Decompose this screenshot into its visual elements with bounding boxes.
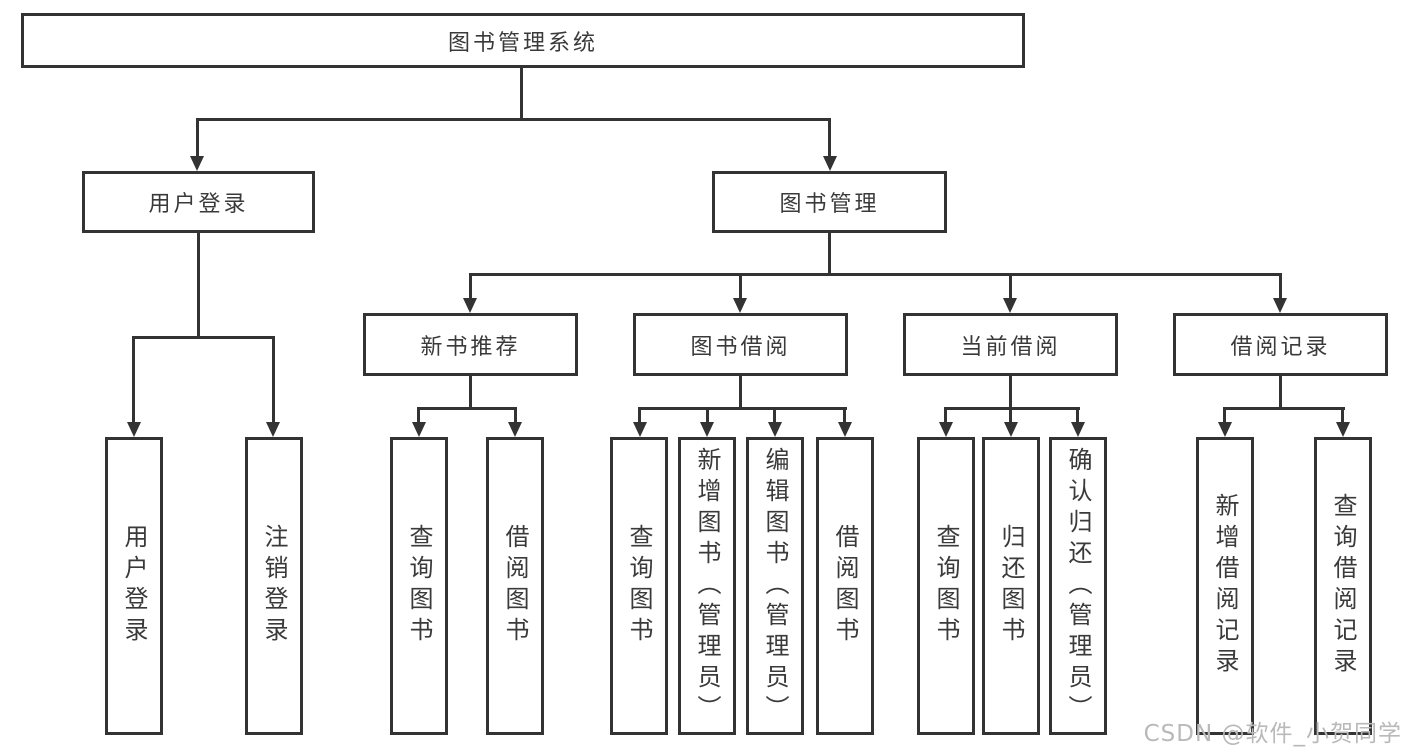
leaf-label: 确认归还（管理员） <box>1064 446 1092 726</box>
leaf-label: 借阅图书 <box>501 524 529 648</box>
connector-userlogin-rail <box>132 336 275 339</box>
leaf-label: 新增图书（管理员） <box>693 446 721 726</box>
leaf-label: 归还图书 <box>997 524 1025 648</box>
node-borrowing-records: 借阅记录 <box>1173 313 1388 376</box>
connector-bookmgmt-drop-1 <box>469 273 472 299</box>
node-current-borrowing: 当前借阅 <box>903 313 1118 376</box>
leaf-label: 查询图书 <box>625 524 653 648</box>
leaf-label: 新增借阅记录 <box>1211 493 1239 679</box>
connector-bookmgmt-drop-4 <box>1279 273 1282 299</box>
connector-records-rail <box>1223 407 1345 410</box>
leaf-query-books-borrowing: 查询图书 <box>610 437 668 735</box>
leaf-label: 查询图书 <box>932 524 960 648</box>
leaf-label: 借阅图书 <box>831 524 859 648</box>
arrow-down-icon <box>127 422 141 437</box>
leaf-edit-books-admin: 编辑图书（管理员） <box>746 437 804 735</box>
connector-borrow-stem <box>739 376 742 410</box>
arrow-down-icon <box>1071 422 1085 437</box>
arrow-down-icon <box>508 422 522 437</box>
leaf-label: 查询借阅记录 <box>1329 493 1357 679</box>
arrow-down-icon <box>823 156 837 171</box>
node-label: 借阅记录 <box>1230 334 1331 360</box>
connector-bookmgmt-drop-2 <box>739 273 742 299</box>
arrow-down-icon <box>1004 422 1018 437</box>
arrow-down-icon <box>412 422 426 437</box>
connector-newbook-rail <box>417 407 517 410</box>
connector-borrow-drop-1 <box>638 407 641 423</box>
connector-current-drop-3 <box>1076 407 1079 423</box>
arrow-down-icon <box>939 422 953 437</box>
node-user-login: 用户登录 <box>82 171 315 233</box>
leaf-borrow-books-recommend: 借阅图书 <box>486 437 544 735</box>
connector-userlogin-drop-2 <box>272 336 275 423</box>
leaf-query-books-recommend: 查询图书 <box>390 437 448 735</box>
arrow-down-icon <box>733 298 747 313</box>
node-label: 图书管理系统 <box>447 30 598 56</box>
arrow-down-icon <box>768 422 782 437</box>
connector-borrow-rail <box>638 407 847 410</box>
arrow-down-icon <box>1336 422 1350 437</box>
leaf-label: 用户登录 <box>120 524 148 648</box>
connector-records-stem <box>1279 376 1282 410</box>
leaf-logout: 注销登录 <box>245 437 303 735</box>
connector-newbook-drop-2 <box>514 407 517 423</box>
connector-current-drop-1 <box>944 407 947 423</box>
connector-newbook-stem <box>469 376 472 410</box>
leaf-confirm-return-admin: 确认归还（管理员） <box>1049 437 1107 735</box>
connector-root-rail <box>196 118 831 121</box>
connector-records-drop-2 <box>1341 407 1344 423</box>
connector-current-drop-2 <box>1009 407 1012 423</box>
arrow-down-icon <box>190 156 204 171</box>
connector-bookmgmt-drop-3 <box>1009 273 1012 299</box>
leaf-return-books: 归还图书 <box>982 437 1040 735</box>
connector-bookmgmt-stem <box>828 233 831 273</box>
leaf-label: 查询图书 <box>405 524 433 648</box>
node-new-book-recommend: 新书推荐 <box>363 313 578 376</box>
leaf-label: 编辑图书（管理员） <box>761 446 789 726</box>
node-library-management-system: 图书管理系统 <box>21 13 1025 68</box>
arrow-down-icon <box>838 422 852 437</box>
connector-borrow-drop-4 <box>843 407 846 423</box>
connector-userlogin-stem <box>197 233 200 336</box>
csdn-watermark: CSDN @软件_小贺同学 <box>1143 721 1402 747</box>
leaf-query-borrow-record: 查询借阅记录 <box>1314 437 1372 735</box>
connector-current-stem <box>1009 376 1012 410</box>
node-label: 当前借阅 <box>960 334 1061 360</box>
leaf-label: 注销登录 <box>260 524 288 648</box>
node-book-borrowing: 图书借阅 <box>633 313 848 376</box>
arrow-down-icon <box>266 422 280 437</box>
connector-borrow-drop-2 <box>706 407 709 423</box>
leaf-add-books-admin: 新增图书（管理员） <box>678 437 736 735</box>
arrow-down-icon <box>1273 298 1287 313</box>
node-label: 用户登录 <box>148 192 249 217</box>
connector-root-stem <box>520 68 523 118</box>
leaf-add-borrow-record: 新增借阅记录 <box>1196 437 1254 735</box>
connector-bookmgmt-rail <box>469 273 1282 276</box>
connector-current-rail <box>944 407 1080 410</box>
connector-root-drop-left <box>196 118 199 158</box>
connector-root-drop-right <box>828 118 831 158</box>
arrow-down-icon <box>463 298 477 313</box>
connector-borrow-drop-3 <box>773 407 776 423</box>
node-label: 图书管理 <box>779 192 880 217</box>
arrow-down-icon <box>1003 298 1017 313</box>
connector-records-drop-1 <box>1223 407 1226 423</box>
connector-newbook-drop-1 <box>417 407 420 423</box>
connector-userlogin-drop-1 <box>132 336 135 423</box>
node-label: 新书推荐 <box>420 334 521 360</box>
leaf-user-login: 用户登录 <box>105 437 163 735</box>
node-book-management: 图书管理 <box>712 171 947 233</box>
leaf-query-books-current: 查询图书 <box>917 437 975 735</box>
arrow-down-icon <box>700 422 714 437</box>
arrow-down-icon <box>1218 422 1232 437</box>
leaf-borrow-books-borrowing: 借阅图书 <box>816 437 874 735</box>
node-label: 图书借阅 <box>690 334 791 360</box>
arrow-down-icon <box>633 422 647 437</box>
